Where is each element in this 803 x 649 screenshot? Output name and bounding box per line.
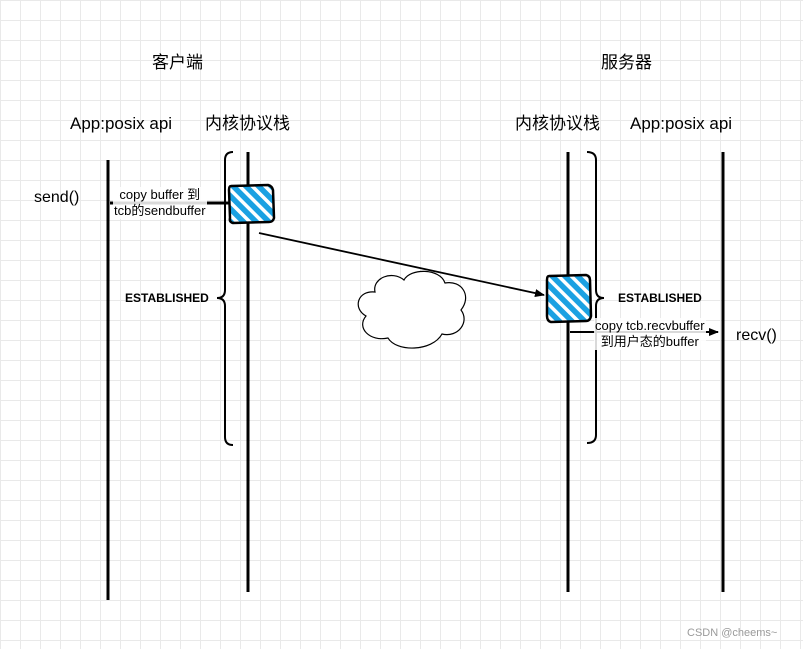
recv-copy-note: copy tcb.recvbuffer 到用户态的buffer: [594, 318, 706, 350]
server-title: 服务器: [601, 53, 652, 72]
client-state-label: ESTABLISHED: [125, 291, 209, 305]
send-call-label: send(): [34, 189, 80, 206]
cloud-icon: [357, 270, 467, 349]
network-transfer-arrow: [258, 232, 545, 297]
send-copy-note-line2: tcb的sendbuffer: [114, 203, 206, 218]
server-app-label: App:posix api: [630, 114, 733, 133]
recv-copy-note-line1: copy tcb.recvbuffer: [595, 318, 705, 333]
watermark: CSDN @cheems~: [687, 627, 778, 639]
send-copy-note-line1: copy buffer 到: [119, 187, 201, 202]
server-established-brace: [586, 151, 605, 444]
client-app-label: App:posix api: [70, 114, 173, 133]
server-recvbuffer-block: [545, 273, 593, 324]
recv-copy-note-line2: 到用户态的buffer: [600, 334, 699, 349]
recv-call-label: recv(): [736, 327, 777, 344]
client-kernel-label: 内核协议栈: [205, 114, 290, 133]
client-established-brace: [216, 151, 234, 446]
client-title: 客户端: [152, 53, 203, 72]
server-kernel-label: 内核协议栈: [515, 114, 600, 133]
client-sendbuffer-block: [227, 183, 276, 225]
server-state-label: ESTABLISHED: [618, 291, 702, 305]
send-copy-note: copy buffer 到 tcb的sendbuffer: [113, 187, 207, 219]
